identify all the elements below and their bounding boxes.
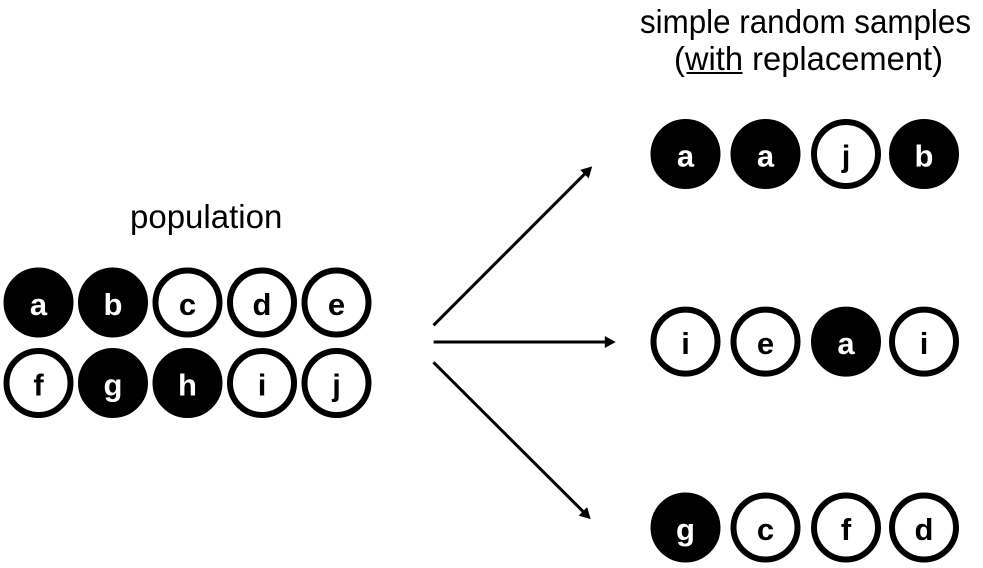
svg-text:f: f bbox=[841, 512, 852, 547]
svg-text:population: population bbox=[130, 198, 282, 235]
svg-text:d: d bbox=[253, 287, 272, 322]
svg-text:e: e bbox=[328, 287, 345, 322]
svg-text:d: d bbox=[915, 512, 934, 547]
svg-text:a: a bbox=[30, 287, 48, 322]
svg-text:h: h bbox=[178, 367, 197, 402]
svg-text:f: f bbox=[33, 367, 44, 402]
svg-text:c: c bbox=[757, 512, 774, 547]
svg-text:g: g bbox=[104, 367, 123, 402]
svg-text:a: a bbox=[837, 326, 855, 361]
svg-text:simple random samples: simple random samples bbox=[640, 3, 971, 40]
svg-text:a: a bbox=[757, 138, 775, 173]
svg-text:c: c bbox=[179, 287, 196, 322]
svg-text:a: a bbox=[677, 138, 695, 173]
svg-text:(with replacement): (with replacement) bbox=[674, 40, 943, 77]
svg-text:j: j bbox=[841, 138, 851, 173]
svg-text:e: e bbox=[757, 326, 774, 361]
svg-text:i: i bbox=[681, 326, 690, 361]
svg-text:g: g bbox=[676, 512, 695, 547]
svg-text:b: b bbox=[104, 287, 123, 322]
svg-text:j: j bbox=[331, 367, 341, 402]
svg-text:b: b bbox=[915, 138, 934, 173]
svg-text:i: i bbox=[920, 326, 929, 361]
svg-text:i: i bbox=[258, 367, 267, 402]
